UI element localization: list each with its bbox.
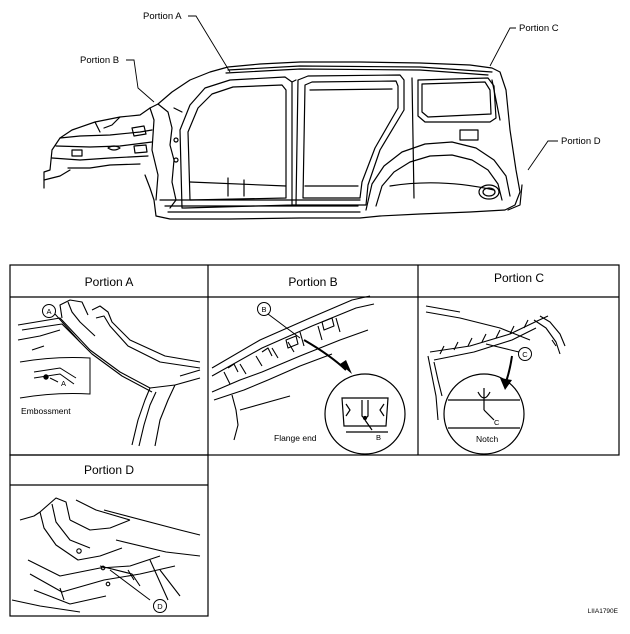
panel-b-caption: Flange end [274, 433, 317, 443]
panel-d-callout-marker [109, 569, 167, 613]
panel-b-title: Portion B [288, 275, 337, 289]
panel-b-callout-letter: B [261, 305, 266, 314]
panel-b-arrow [303, 339, 352, 374]
panel-a-title: Portion A [85, 275, 134, 289]
panel-d-illustration [11, 497, 201, 613]
detail-table-grid [9, 264, 620, 617]
panel-a-inset-letter: A [61, 379, 66, 388]
panel-b-inset [324, 373, 406, 455]
callout-portion-d: Portion D [561, 136, 601, 147]
panel-a-inset [19, 357, 91, 399]
panel-c-callout-letter: C [522, 350, 528, 359]
panel-a-caption: Embossment [21, 406, 71, 416]
panel-a-illustration [17, 299, 201, 447]
panel-b-inset-letter: B [376, 433, 381, 442]
callout-portion-c: Portion C [519, 23, 559, 34]
panel-c-inset [443, 373, 525, 455]
panel-c-inset-letter: C [494, 418, 500, 427]
panel-c-title: Portion C [494, 271, 544, 285]
panel-c-callout-marker [485, 343, 532, 361]
panel-a-callout-marker [42, 304, 81, 343]
panel-c-caption: Notch [476, 434, 498, 444]
vehicle-body-side-view [43, 61, 523, 220]
figure-code: LIIA1790E [588, 608, 619, 615]
callout-leaders [126, 15, 558, 171]
panel-d-callout-letter: D [157, 602, 163, 611]
panel-a-callout-letter: A [46, 307, 51, 316]
callout-portion-b: Portion B [80, 55, 119, 66]
panel-c-arrow [500, 355, 513, 390]
panel-b-illustration [211, 295, 375, 441]
panel-d-title: Portion D [84, 463, 134, 477]
panel-b-callout-marker [257, 302, 301, 339]
panel-c-illustration [425, 305, 566, 421]
callout-portion-a: Portion A [143, 11, 182, 22]
